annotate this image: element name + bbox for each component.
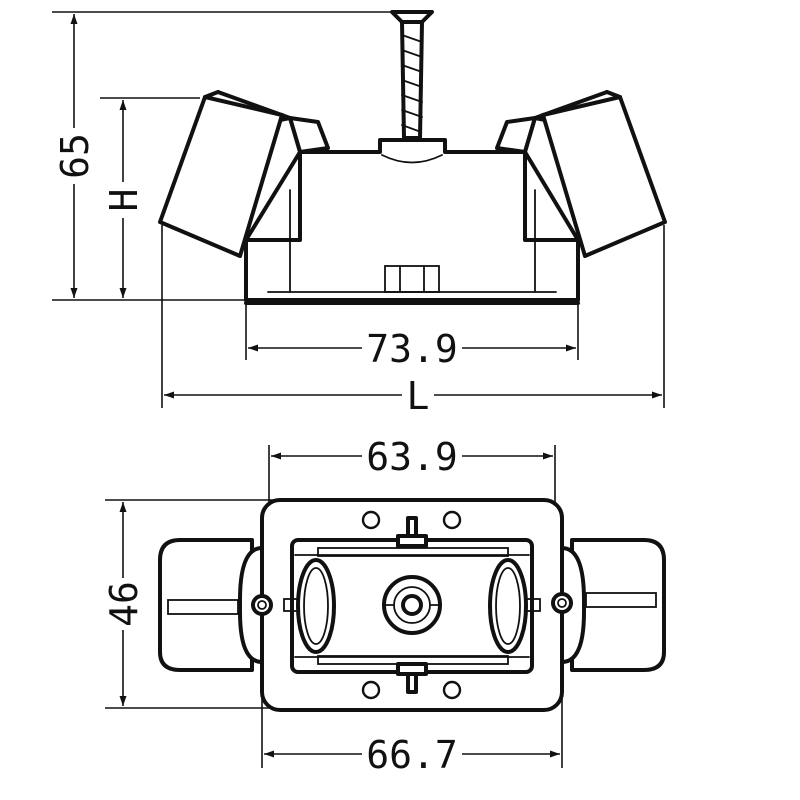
box-body: [244, 138, 580, 305]
dim-l-label: L: [407, 374, 430, 418]
side-view: 65 H 73.9 L: [52, 10, 667, 418]
side-extension-lines: [52, 11, 665, 408]
inner-box: [283, 516, 541, 694]
dimension-66-7: 66.7: [264, 732, 560, 777]
dimension-63-9: 63.9: [271, 434, 553, 479]
dimension-73-9: 73.9: [248, 326, 576, 371]
right-conduit-fitting: [495, 90, 667, 258]
dim-63-9-label: 63.9: [366, 435, 458, 479]
plan-view: 63.9 46 66.7: [102, 434, 666, 777]
left-conduit: [158, 538, 254, 672]
left-conduit-fitting: [158, 90, 330, 258]
dim-h-label: H: [102, 189, 146, 212]
dimension-65: 65: [53, 13, 97, 298]
dimension-46: 46: [102, 502, 146, 706]
dimension-h: H: [102, 100, 146, 298]
dim-66-7-label: 66.7: [366, 733, 458, 777]
right-conduit: [570, 538, 666, 672]
dim-65-label: 65: [53, 133, 97, 179]
mounting-screw: [390, 10, 434, 140]
dimension-l: L: [164, 374, 662, 418]
dim-46-label: 46: [102, 581, 146, 627]
dim-73-9-label: 73.9: [366, 327, 458, 371]
